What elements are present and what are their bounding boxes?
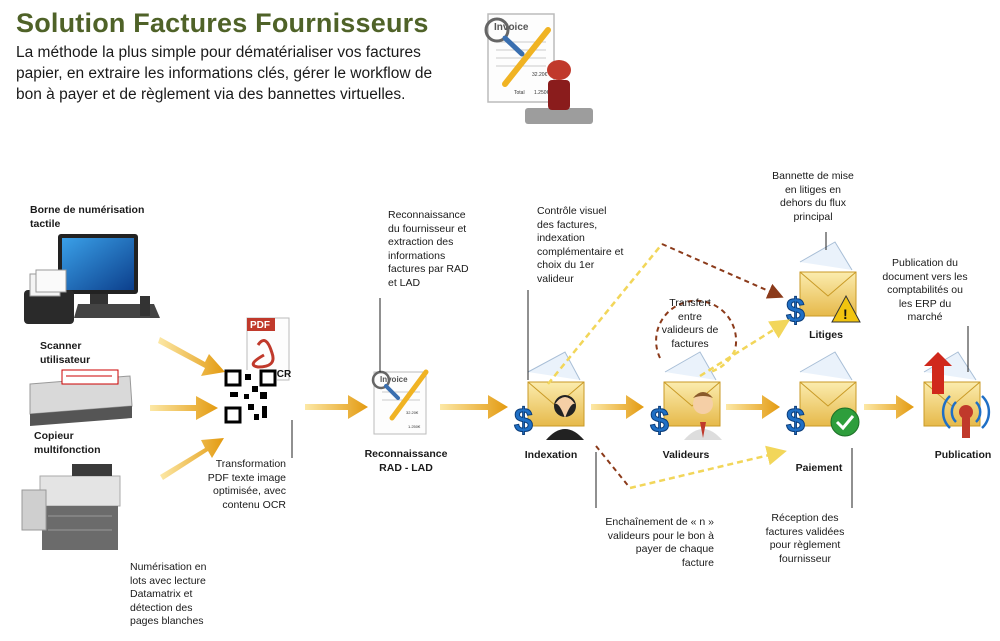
arrow-copier-icon: [160, 438, 224, 480]
dashed-flows: [547, 243, 791, 490]
arrow-to-indexation-icon: [440, 395, 508, 419]
indexation-label: Indexation: [524, 449, 578, 461]
chaining-note: Enchaînement de « n » valideurs pour le …: [605, 516, 714, 569]
arrow-to-validators-icon: [591, 395, 644, 419]
page-subtitle: La méthode la plus simple pour dématéria…: [16, 44, 433, 103]
broadcast-icon: [959, 405, 973, 419]
arrow-to-publication-icon: [864, 395, 914, 419]
ocr-badge: OCR: [269, 369, 292, 380]
publication-envelope-icon: [923, 351, 991, 438]
dollar-icon: $: [514, 402, 533, 440]
page-title: Solution Factures Fournisseurs: [16, 8, 429, 38]
svg-text:Invoice: Invoice: [380, 375, 408, 384]
upload-arrow-icon: [924, 352, 952, 394]
svg-text:!: !: [843, 306, 848, 322]
small-invoice-total: 1.250€: [408, 424, 421, 429]
disputes-note: Bannette de mise en litiges en dehors du…: [772, 170, 854, 223]
transfer-note: Transfert entre valideurs de factures: [661, 297, 719, 350]
invoice-total-label: Total: [514, 90, 525, 96]
dollar-icon: $: [650, 402, 669, 440]
input-arrows: [150, 337, 225, 480]
invoice-amount: 32.20€: [532, 72, 548, 78]
invoice-stamp-icon: Invoice 32.20€ Total 1.250€: [484, 13, 593, 124]
scanning-note: Numérisation en lots avec lecture Datama…: [130, 561, 207, 627]
input-borne-label: Borne de numérisation tactile: [30, 204, 145, 230]
arrow-to-recognition-icon: [305, 395, 368, 419]
datamatrix-icon: [224, 369, 277, 424]
payment-envelope-icon: $: [786, 351, 860, 441]
publication-note: Publication du document vers les comptab…: [882, 257, 968, 323]
input-copier-label: Copieur multifonction: [34, 430, 101, 456]
invoice-total-value: 1.250€: [534, 90, 550, 96]
pdf-badge: PDF: [250, 320, 270, 331]
payment-note: Réception des factures validées pour règ…: [765, 512, 845, 565]
disputes-label: Litiges: [809, 329, 843, 341]
arrow-borne-icon: [158, 337, 225, 376]
recognition-label: Reconnaissance RAD - LAD: [364, 448, 448, 474]
input-scanner-label: Scanner utilisateur: [40, 340, 91, 366]
arrow-scanner-icon: [150, 396, 218, 420]
validators-label: Valideurs: [662, 449, 710, 461]
indexation-envelope-icon: $: [514, 351, 585, 441]
copier-icon: [21, 464, 121, 550]
invoice-word: Invoice: [494, 22, 529, 33]
indexation-note: Contrôle visuel des factures, indexation…: [537, 205, 624, 285]
flatbed-scanner-icon: [29, 369, 133, 426]
publication-label: Publication: [934, 449, 992, 461]
computer-icon: [58, 234, 160, 318]
invoice-recognition-icon: Invoice 32.20€ 1.250€: [371, 369, 429, 435]
validators-envelope-icon: $: [650, 351, 722, 441]
disputes-envelope-icon: $ !: [786, 241, 861, 331]
warning-icon: [831, 294, 861, 323]
arrow-to-payment-icon: [726, 395, 780, 419]
checkmark-icon: [830, 407, 860, 437]
payment-label: Paiement: [795, 462, 843, 474]
recognition-note: Reconnaissance du fournisseur et extract…: [388, 209, 469, 289]
transformation-note: Transformation PDF texte image optimisée…: [207, 458, 286, 511]
dollar-icon: $: [786, 292, 805, 330]
dollar-icon: $: [786, 402, 805, 440]
small-invoice-amount: 32.20€: [406, 410, 419, 415]
document-scanner-icon: [24, 269, 74, 324]
